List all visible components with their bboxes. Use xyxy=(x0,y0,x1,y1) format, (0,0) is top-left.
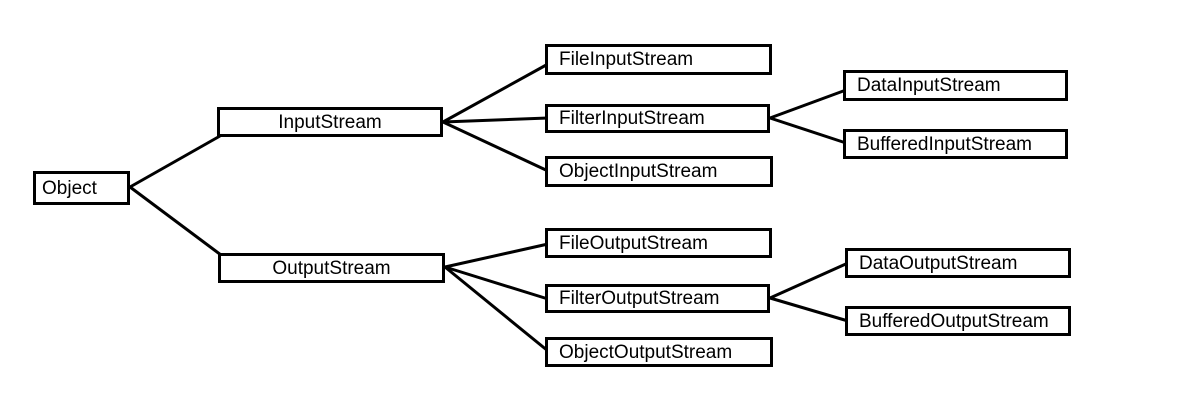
edge-filteroutputstream-bufferedoutputstream xyxy=(769,296,849,323)
node-filteroutputstream: FilterOutputStream xyxy=(545,284,770,313)
node-objectoutputstream: ObjectOutputStream xyxy=(545,337,773,367)
edge-outputstream-fileoutputstream xyxy=(444,242,549,269)
edge-filterinputstream-datainputstream xyxy=(769,88,847,120)
node-bufferedinputstream: BufferedInputStream xyxy=(843,129,1068,159)
edge-inputstream-fileinputstream xyxy=(442,62,549,124)
edge-object-outputstream xyxy=(129,185,222,257)
edge-inputstream-objectinputstream xyxy=(442,120,549,173)
node-object: Object xyxy=(33,171,130,205)
edge-outputstream-filteroutputstream xyxy=(444,265,549,301)
node-datainputstream: DataInputStream xyxy=(843,70,1068,101)
edge-filterinputstream-bufferedinputstream xyxy=(769,116,847,145)
node-dataoutputstream: DataOutputStream xyxy=(845,248,1071,278)
node-fileoutputstream: FileOutputStream xyxy=(545,228,772,258)
node-inputstream: InputStream xyxy=(217,107,443,137)
node-filterinputstream: FilterInputStream xyxy=(545,104,770,133)
edge-outputstream-objectoutputstream xyxy=(444,265,549,353)
node-objectinputstream: ObjectInputStream xyxy=(545,156,773,187)
node-fileinputstream: FileInputStream xyxy=(545,44,772,75)
node-bufferedoutputstream: BufferedOutputStream xyxy=(845,306,1071,336)
edge-inputstream-filterinputstream xyxy=(442,116,549,124)
node-outputstream: OutputStream xyxy=(218,253,445,283)
edge-object-inputstream xyxy=(129,134,221,189)
edge-filteroutputstream-dataoutputstream xyxy=(769,261,849,300)
